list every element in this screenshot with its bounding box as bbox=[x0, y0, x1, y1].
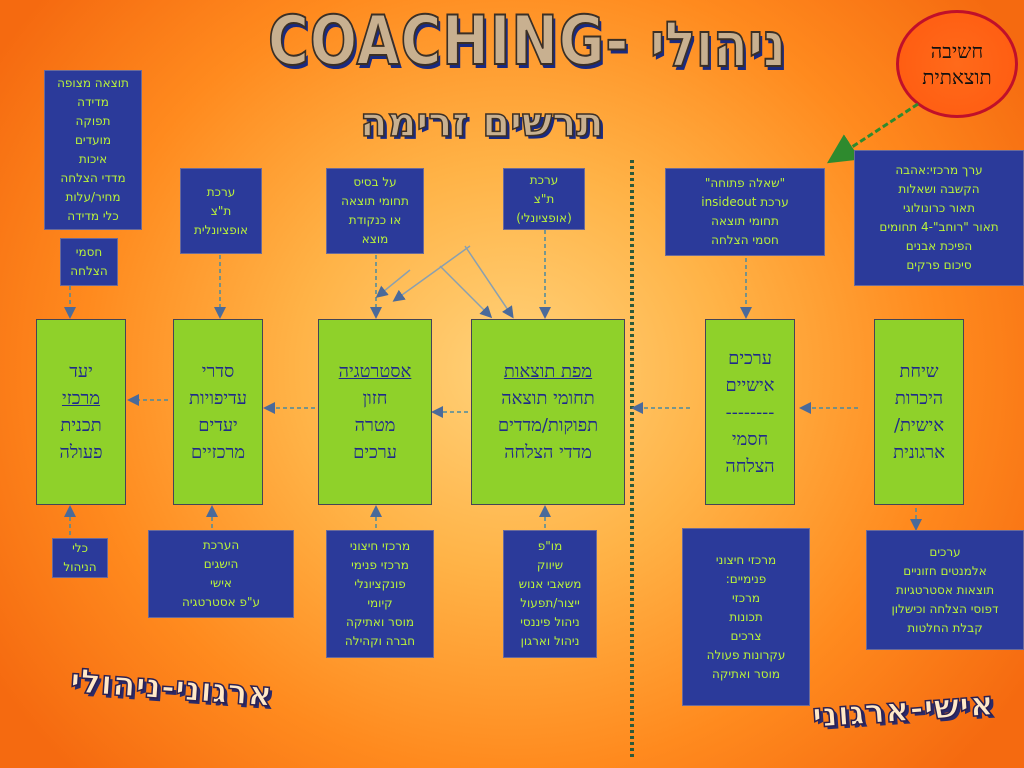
strategy-box: אסטרטגיה חזון מטרה ערכים bbox=[318, 319, 432, 505]
acq-line4: ארגונית bbox=[893, 442, 945, 463]
open-question-box: "שאלה פתוחה" ערכת insideout תחומי תוצאה … bbox=[665, 168, 825, 256]
connector-circle-arrow bbox=[826, 102, 919, 164]
values-elements-box: ערכים אלמנטים חזוניים תוצאות אסטרטגיות ד… bbox=[866, 530, 1024, 650]
strategy-line3: מטרה bbox=[354, 415, 396, 436]
connector-cross-2 bbox=[439, 265, 493, 319]
values-line4: חסמי bbox=[731, 428, 769, 450]
connector-cross-3 bbox=[464, 245, 514, 319]
connector-cross-4 bbox=[375, 269, 411, 298]
strategy-line1: אסטרטגיה bbox=[338, 361, 412, 382]
acq-line1: שיחת bbox=[899, 361, 939, 382]
results-line3: תפוקות/מדדים bbox=[497, 415, 599, 436]
outcome-thinking-circle: חשיבה תוצאתית bbox=[896, 10, 1018, 118]
strategy-line4: ערכים bbox=[353, 442, 397, 463]
acquaintance-talk-box: שיחת היכרות אישית/ ארגונית bbox=[874, 319, 964, 505]
personal-values-box: ערכים אישיים -------- חסמי הצלחה bbox=[705, 319, 795, 505]
priorities-line2: עדיפויות bbox=[189, 388, 247, 409]
core-value-box: ערך מרכזי:אהבה הקשבה ושאלות תאור כרונולו… bbox=[854, 150, 1024, 286]
values-line3: -------- bbox=[725, 401, 775, 423]
priorities-line4: מרכזיים bbox=[191, 442, 245, 463]
values-line1: ערכים bbox=[728, 347, 772, 369]
management-tools-box: כלי הניהול bbox=[52, 538, 108, 578]
priorities-line3: יעדים bbox=[198, 415, 238, 436]
goal-line1: יעד bbox=[69, 361, 93, 382]
priorities-line1: סדרי bbox=[201, 361, 235, 382]
results-line4: מדדי הצלחה bbox=[504, 442, 592, 463]
optional-assessment-2-box: ערכת ת"צ (אופציונלי) bbox=[503, 168, 585, 230]
success-barriers-box: חסמי הצלחה bbox=[60, 238, 118, 286]
strategy-line2: חזון bbox=[362, 388, 388, 409]
goal-line4: פעולה bbox=[59, 442, 103, 463]
acq-line3: אישית/ bbox=[893, 415, 945, 436]
connector-cross-1 bbox=[392, 245, 471, 302]
values-line5: הצלחה bbox=[725, 455, 775, 477]
results-line2: תחומי תוצאה bbox=[501, 388, 595, 409]
priorities-box: סדרי עדיפויות יעדים מרכזיים bbox=[173, 319, 263, 505]
title-hebrew: ניהולי bbox=[649, 7, 787, 82]
subtitle: תרשים זרימה bbox=[359, 99, 604, 147]
optional-assessment-box: ערכת ת"צ אופציונלית bbox=[180, 168, 262, 254]
measurable-outcome-box: תוצאה מצופה מדידה תפוקה מועדים איכות מדד… bbox=[44, 70, 142, 230]
focal-points-box: מרכזי חיצוני מרכזי פנימי פונקציונלי קיומ… bbox=[326, 530, 434, 658]
section-divider bbox=[630, 160, 634, 760]
external-internal-box: מרכזי חיצוני פנימיים: מרכזי תכונות צרכים… bbox=[682, 528, 810, 706]
acq-line2: היכרות bbox=[894, 388, 944, 409]
goal-action-plan-box: יעד מרכזי תכנית פעולה bbox=[36, 319, 126, 505]
title-english: COACHING- bbox=[267, 1, 630, 82]
results-map-box: מפת תוצאות תחומי תוצאה תפוקות/מדדים מדדי… bbox=[471, 319, 625, 505]
results-line1: מפת תוצאות bbox=[503, 361, 593, 382]
goal-line3: תכנית bbox=[60, 415, 102, 436]
achievement-assessment-box: הערכת הישגים אישי ע"פ אסטרטגיה bbox=[148, 530, 294, 618]
rnd-departments-box: מו"פ שיווק משאבי אנוש ייצור/תפעול ניהול … bbox=[503, 530, 597, 658]
values-line2: אישיים bbox=[725, 374, 775, 396]
based-on-box: על בסיס תחומי תוצאה או כנקודת מוצא bbox=[326, 168, 424, 254]
goal-line2: מרכזי bbox=[61, 388, 101, 409]
